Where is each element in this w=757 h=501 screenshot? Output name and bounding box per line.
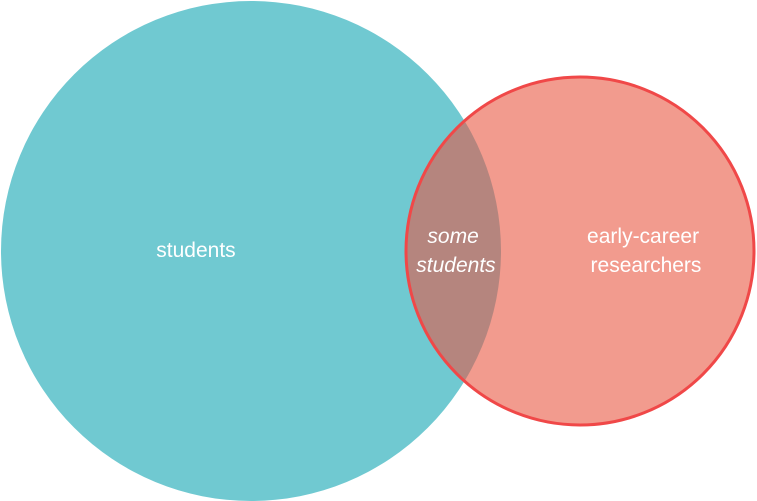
early-career-researchers-outline bbox=[404, 75, 756, 427]
students-set-circle bbox=[1, 1, 501, 501]
early-career-researchers-label-line-2: researchers bbox=[591, 254, 702, 277]
intersection-label-line-2: students bbox=[416, 254, 496, 277]
early-career-researchers-label-line-1: early-career bbox=[587, 225, 699, 248]
early-career-researchers-set-circle bbox=[406, 77, 754, 425]
students-label: students bbox=[156, 239, 235, 262]
intersection-label-line-1: some bbox=[427, 225, 478, 248]
early-career-researchers-label: early-career researchers bbox=[587, 225, 705, 277]
students-label-line: students bbox=[156, 239, 235, 262]
intersection-label: some students bbox=[416, 225, 496, 277]
